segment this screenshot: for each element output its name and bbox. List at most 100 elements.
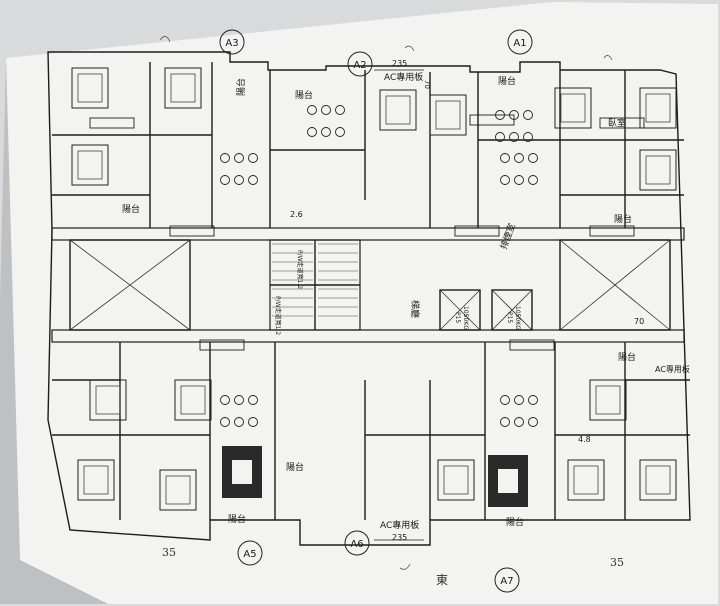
bed-mattress	[77, 73, 103, 103]
dining-chair	[234, 175, 244, 185]
dining-chair	[248, 417, 258, 427]
bed	[639, 87, 677, 129]
counter	[599, 117, 645, 129]
unit-a2-text: A2	[353, 60, 366, 71]
unit-a1-text: A1	[513, 38, 526, 49]
bed-mattress	[165, 475, 191, 505]
balcony-label-left: 陽台	[122, 203, 140, 215]
unit-a7-text: A7	[500, 576, 513, 587]
void-crosses	[69, 239, 671, 331]
dining-chair	[523, 110, 533, 120]
dim-top-width: 235	[392, 59, 407, 68]
bed-mattress	[95, 385, 121, 415]
unit-a6-text: A6	[350, 539, 363, 550]
counter	[469, 114, 515, 126]
dining-chair	[514, 395, 524, 405]
bed	[77, 459, 115, 501]
elevator-left-code: P15	[454, 312, 461, 323]
unit-label-a7: A7	[494, 567, 520, 593]
dining-chair	[234, 395, 244, 405]
stair-steps	[272, 243, 358, 317]
bed	[589, 379, 627, 421]
dining-chair	[220, 395, 230, 405]
dining-chair	[220, 175, 230, 185]
counter	[454, 225, 500, 237]
balcony-label-a5: 陽台	[286, 461, 304, 473]
bed-mattress	[170, 73, 196, 103]
bed	[159, 469, 197, 511]
dining-chair	[307, 127, 317, 137]
dining-chair	[514, 417, 524, 427]
bed	[437, 459, 475, 501]
dining-chair	[528, 153, 538, 163]
bed-mattress	[560, 93, 586, 123]
bed	[554, 87, 592, 129]
dim-bottom-width: 235	[392, 533, 407, 542]
bed	[71, 144, 109, 186]
stair-note-lower: P/W走道寬1.2	[274, 296, 282, 335]
unit-label-a6: A6	[344, 530, 370, 556]
dining-chair	[321, 127, 331, 137]
dining-chair	[528, 175, 538, 185]
dining-chair	[509, 132, 519, 142]
bed-mattress	[645, 155, 671, 185]
unit-labels: A3 A2 A1 A5 A6 A7	[219, 29, 533, 593]
ac-platform-right: AC專用板	[655, 364, 690, 374]
dining-chair	[321, 105, 331, 115]
elevator-right-capacity: 1050KG	[514, 306, 521, 330]
bed-mattress	[573, 465, 599, 495]
elevator-left-capacity: 1050KG	[462, 306, 469, 330]
handwritten-note-3: 東	[436, 573, 448, 587]
unit-a3-text: A3	[225, 38, 238, 49]
counter	[199, 339, 245, 351]
balcony-label-right-mid: 陽台	[618, 351, 636, 363]
ac-platform-top: AC專用板	[384, 71, 423, 83]
stair-note-upper: P/W走道寬1.2	[296, 250, 304, 289]
unit-label-a5: A5	[237, 540, 263, 566]
handwritten-note-1: 35	[162, 546, 176, 559]
room-labels: 陽台 陽台 陽台 陽台 陽台 陽台 陽台 陽台 陽台 AC專用板 AC專用板 A…	[122, 71, 690, 531]
elevator-right-code: P15	[506, 312, 513, 323]
dim-left-mid: 2.6	[290, 210, 303, 219]
dining-chair	[528, 395, 538, 405]
counter	[169, 225, 215, 237]
dining-chair	[514, 175, 524, 185]
dining-chair	[248, 175, 258, 185]
bed-mattress	[180, 385, 206, 415]
plan-walls	[47, 51, 691, 546]
bed	[71, 67, 109, 109]
counter	[89, 117, 135, 129]
balcony-label-a1: 陽台	[498, 75, 516, 87]
dining-chair	[514, 153, 524, 163]
dining-chair	[500, 417, 510, 427]
dining-chair	[500, 153, 510, 163]
coffee-table	[232, 460, 252, 484]
unit-label-a3: A3	[219, 29, 245, 55]
elevator-hall-label: 梯廳	[409, 300, 421, 318]
bed	[89, 379, 127, 421]
bed-mattress	[435, 100, 461, 130]
bed	[164, 67, 202, 109]
bed-mattress	[645, 465, 671, 495]
paper-sheet	[6, 2, 718, 604]
bed-mattress	[645, 93, 671, 123]
balcony-label-a3: 陽台	[235, 78, 247, 96]
bed	[379, 89, 417, 131]
balcony-label-a2: 陽台	[295, 89, 313, 101]
dining-chair	[220, 153, 230, 163]
bed-mattress	[595, 385, 621, 415]
counter	[589, 225, 635, 237]
elevator-labels: P15 1050KG P15 1050KG	[454, 306, 521, 330]
dining-chair	[528, 417, 538, 427]
bed-mattress	[83, 465, 109, 495]
bed-mattress	[443, 465, 469, 495]
balcony-label-a7: 陽台	[506, 516, 524, 528]
dining-chair	[220, 417, 230, 427]
dim-top-small: 70	[423, 80, 431, 89]
dining-chair	[248, 153, 258, 163]
balcony-label-a5-bottom: 陽台	[228, 513, 246, 525]
dining-chair	[248, 395, 258, 405]
paper-shadow	[0, 58, 108, 604]
